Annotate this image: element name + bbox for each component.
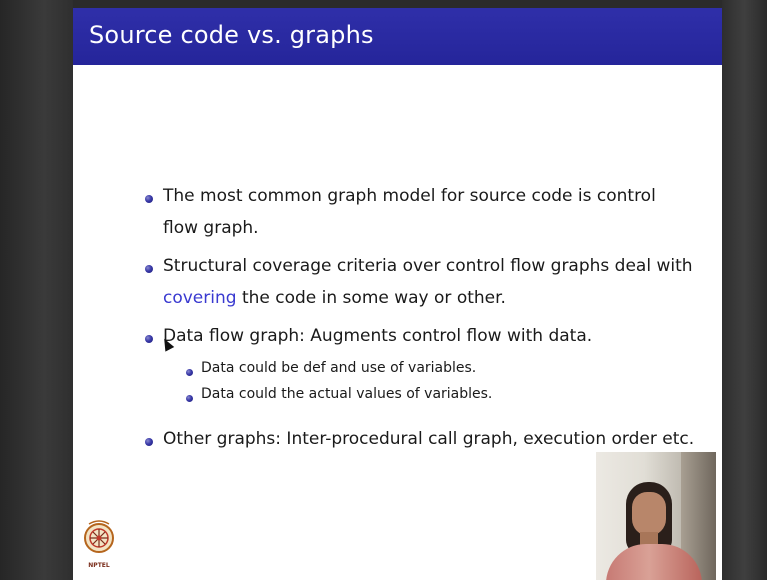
bullet-text-rest: the code in some way or other. <box>236 288 506 308</box>
bullet-list: The most common graph model for source c… <box>73 8 722 580</box>
bullet-dot-icon <box>145 335 153 343</box>
bullet-text-line: covering the code in some way or other. <box>163 288 506 308</box>
bullet-dot-icon <box>145 265 153 273</box>
bullet-text-line: Data flow graph: Augments control flow w… <box>163 326 593 346</box>
sub-bullet-text: Data could the actual values of variable… <box>201 386 493 402</box>
sub-bullet-dot-icon <box>186 395 193 402</box>
bullet-text-line: flow graph. <box>163 218 259 238</box>
highlighted-term: covering <box>163 288 237 308</box>
logo-text: NPTEL <box>88 562 110 569</box>
right-frame-edge <box>722 0 767 580</box>
slide: Source code vs. graphs The most common g… <box>73 8 722 580</box>
bullet-text-line: Structural coverage criteria over contro… <box>163 256 693 276</box>
sub-bullet-dot-icon <box>186 369 193 376</box>
bullet-dot-icon <box>145 438 153 446</box>
sub-bullet-text: Data could be def and use of variables. <box>201 360 477 376</box>
bullet-text-line: The most common graph model for source c… <box>163 186 656 206</box>
bullet-dot-icon <box>145 195 153 203</box>
left-frame-edge <box>0 0 73 580</box>
bullet-text-line: Other graphs: Inter-procedural call grap… <box>163 429 695 449</box>
slide-title-bar: Source code vs. graphs <box>73 8 722 65</box>
presenter-face <box>632 492 666 536</box>
nptel-emblem-icon <box>84 520 114 553</box>
presenter-video-thumbnail <box>596 452 716 580</box>
nptel-logo: NPTEL <box>83 518 115 574</box>
slide-title: Source code vs. graphs <box>89 21 374 49</box>
